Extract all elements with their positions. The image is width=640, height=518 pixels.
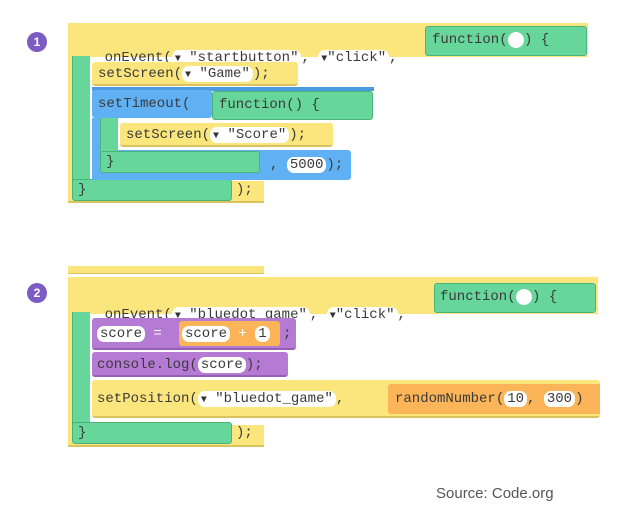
console-log-block[interactable]	[92, 352, 288, 377]
callback-function-block[interactable]	[434, 283, 596, 313]
dropdown-arrow-icon: ▼	[329, 311, 336, 322]
callback-close	[72, 179, 232, 201]
dropdown-arrow-icon: ▼	[200, 395, 207, 406]
dropdown-arrow-icon: ▼	[321, 54, 328, 65]
previous-block-remnant	[68, 266, 264, 274]
step-badge-1: 1	[27, 32, 47, 52]
dropdown-arrow-icon: ▼	[213, 131, 220, 142]
step-badge-2: 2	[27, 283, 47, 303]
num-one[interactable]: 1	[255, 326, 270, 342]
random-max-input[interactable]: 300	[543, 391, 576, 407]
inner-function-block[interactable]	[212, 91, 373, 120]
expr-var-score[interactable]: score	[182, 326, 231, 342]
var-score[interactable]: score	[97, 326, 146, 342]
param-slot[interactable]	[507, 32, 525, 48]
source-caption: Source: Code.org	[436, 485, 554, 502]
inner-function-close	[100, 151, 260, 173]
param-slot[interactable]	[515, 289, 533, 305]
set-timeout-top-edge	[92, 87, 374, 91]
dropdown-arrow-icon: ▼	[185, 70, 192, 81]
event-type-dropdown[interactable]: ▼"click"	[318, 50, 390, 66]
screen-dropdown[interactable]: ▼ "Game"	[182, 66, 253, 82]
callback-function-block[interactable]	[425, 26, 587, 56]
position-element-dropdown[interactable]: ▼ "bluedot_game"	[197, 391, 336, 407]
inner-function-body	[100, 118, 118, 156]
callback-close	[72, 422, 232, 444]
callback-body	[72, 56, 90, 182]
random-min-input[interactable]: 10	[504, 391, 528, 407]
screen-dropdown[interactable]: ▼ "Score"	[210, 127, 290, 143]
dropdown-arrow-icon: ▼	[174, 54, 181, 65]
console-log-arg[interactable]: score	[197, 357, 246, 373]
event-type-dropdown[interactable]: ▼"click"	[326, 307, 398, 323]
timeout-ms-input[interactable]: 5000	[286, 157, 327, 173]
callback-body	[72, 312, 90, 426]
dropdown-arrow-icon: ▼	[174, 311, 181, 322]
set-timeout-side	[92, 118, 102, 180]
set-timeout-block[interactable]	[92, 90, 212, 118]
